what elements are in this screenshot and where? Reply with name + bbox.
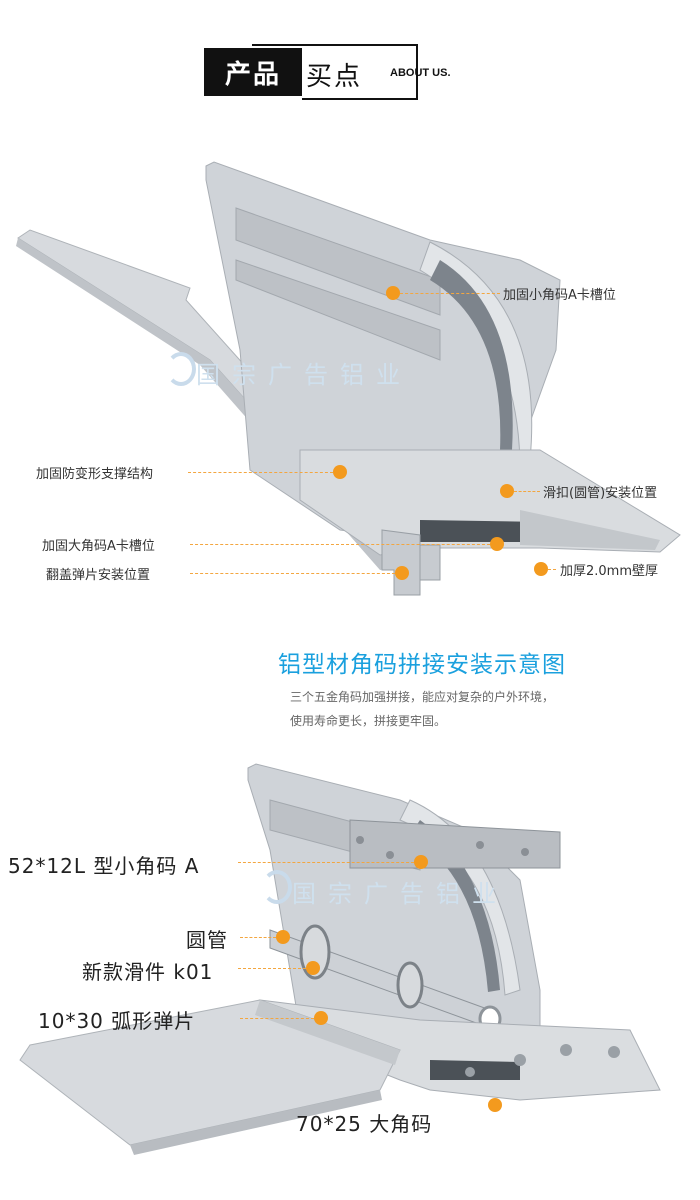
- label-thick-wall: 加厚2.0mm壁厚: [560, 564, 659, 579]
- label-small-corner: 52*12L 型小角码 A: [8, 854, 200, 878]
- marker-dot: [306, 961, 320, 975]
- marker-dot: [500, 484, 514, 498]
- marker-dot: [414, 855, 428, 869]
- leader-line: [190, 573, 395, 574]
- label-arc-spring: 10*30 弧形弹片: [38, 1009, 196, 1033]
- profile-illustration-2: [19, 763, 661, 1155]
- marker-dot: [333, 465, 347, 479]
- header-subtitle-en: ABOUT US.: [390, 67, 451, 79]
- leader-line: [240, 937, 276, 938]
- header-top-line: [252, 44, 418, 46]
- header-title-light: 买点: [306, 62, 363, 92]
- leader-line: [548, 569, 556, 570]
- leader-line: [190, 544, 490, 545]
- small-corner-bracket: [349, 819, 561, 869]
- label-round-tube: 圆管: [186, 928, 228, 952]
- marker-dot: [314, 1011, 328, 1025]
- section2-desc-line2: 使用寿命更长，拼接更牢固。: [290, 714, 447, 728]
- marker-dot: [386, 286, 400, 300]
- header-bottom-line: [302, 98, 418, 100]
- marker-dot: [276, 930, 290, 944]
- marker-dot: [490, 537, 504, 551]
- marker-dot: [488, 1098, 502, 1112]
- section2-desc-line1: 三个五金角码加强拼接，能应对复杂的户外环境，: [290, 690, 555, 704]
- label-slider-pos: 滑扣(圆管)安装位置: [543, 486, 658, 501]
- leader-line: [188, 472, 333, 473]
- watermark-text: 国宗广告铝业: [196, 361, 412, 389]
- leader-line: [514, 491, 540, 492]
- marker-dot: [534, 562, 548, 576]
- label-large-corner: 70*25 大角码: [296, 1112, 433, 1136]
- leader-line: [238, 968, 306, 969]
- label-slider: 新款滑件 k01: [82, 960, 214, 984]
- label-anti-deform: 加固防变形支撑结构: [36, 467, 154, 482]
- label-small-corner-slot: 加固小角码A卡槽位: [503, 288, 616, 303]
- section2-title: 铝型材角码拼接安装示意图: [278, 652, 566, 678]
- marker-dot: [395, 566, 409, 580]
- label-large-corner-slot: 加固大角码A卡槽位: [42, 539, 155, 554]
- header-title-black: 产品: [204, 48, 302, 96]
- watermark-logo-icon: [262, 870, 292, 904]
- label-flip-spring: 翻盖弹片安装位置: [46, 568, 151, 583]
- leader-line: [400, 293, 500, 294]
- leader-line: [240, 1018, 314, 1019]
- watermark-logo-icon: [166, 352, 196, 386]
- header-right-line: [416, 44, 418, 100]
- watermark-text: 国宗广告铝业: [292, 880, 508, 908]
- leader-line: [238, 862, 414, 863]
